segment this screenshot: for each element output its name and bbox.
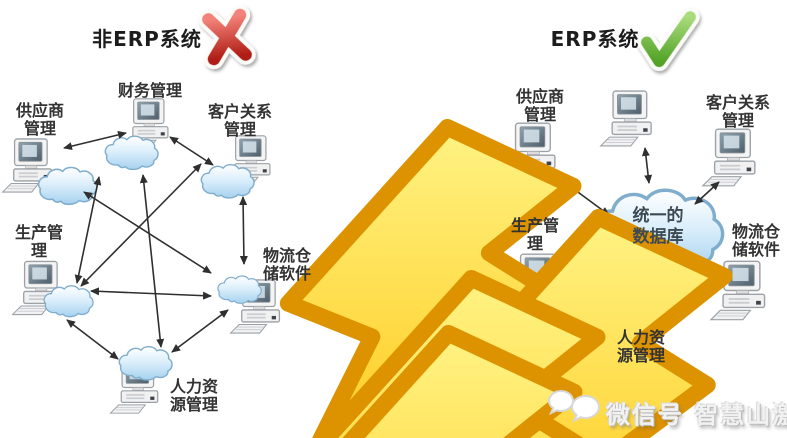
link-arrow <box>66 319 119 360</box>
node-label-logistics: 物流仓 储软件 <box>731 222 780 260</box>
node-label-finance: 财务管理 <box>117 81 182 100</box>
database-cloud-label: 统一的 数据库 <box>632 206 684 248</box>
link-arrow <box>139 174 165 348</box>
cloud-icon <box>36 163 98 207</box>
link-arrow <box>641 147 653 184</box>
left-panel-title: 非ERP系统 <box>92 27 202 51</box>
node-label-supplier: 供应商 管理 <box>15 101 64 139</box>
right-panel-title: ERP系统 <box>550 27 640 51</box>
computer-icon <box>505 253 569 312</box>
link-arrow <box>171 309 229 353</box>
node-label-hr: 人力资 源管理 <box>169 377 218 415</box>
link-arrow <box>239 196 248 265</box>
cloud-icon <box>42 279 94 322</box>
computer-icon <box>700 128 764 187</box>
node-label-crm: 客户关系 管理 <box>705 93 770 131</box>
cloud-icon <box>199 161 255 200</box>
node-label-supplier: 供应商 管理 <box>515 87 564 125</box>
node-label-logistics: 物流仓 储软件 <box>262 246 311 284</box>
cloud-icon <box>103 134 159 170</box>
link-arrow <box>90 287 212 300</box>
red-x-icon <box>198 4 256 70</box>
computer-icon <box>500 122 564 181</box>
link-arrow <box>80 163 202 287</box>
node-label-crm: 客户关系 管理 <box>207 102 272 140</box>
lightning-bolt-icon <box>289 333 574 438</box>
link-arrow <box>83 191 212 274</box>
cloud-icon <box>117 343 173 382</box>
computer-icon <box>598 90 660 147</box>
node-label-hr: 人力资 源管理 <box>616 328 665 366</box>
node-label-production: 生产管 理 <box>510 216 559 254</box>
node-label-production: 生产管 理 <box>14 223 63 261</box>
chat-bubbles-icon <box>547 389 601 423</box>
watermark-text: 微信号 智慧山激动 <box>606 401 787 429</box>
green-check-icon <box>637 7 700 71</box>
